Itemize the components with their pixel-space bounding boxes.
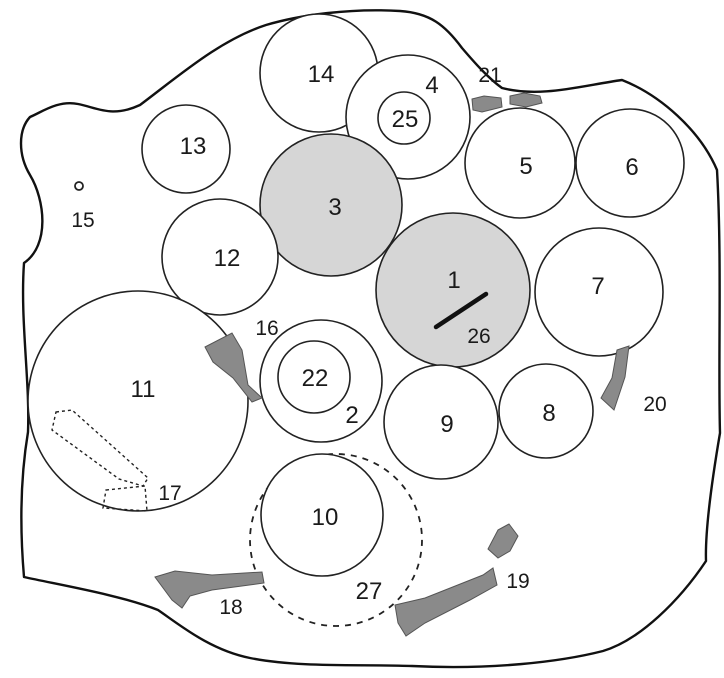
label-16: 16 — [255, 317, 278, 340]
label-21: 21 — [478, 64, 501, 87]
label-20: 20 — [643, 393, 666, 416]
label-19: 19 — [506, 570, 529, 593]
label-7: 7 — [591, 273, 604, 300]
label-8: 8 — [542, 400, 555, 427]
hole-15 — [75, 182, 83, 190]
label-13: 13 — [180, 133, 207, 160]
label-3: 3 — [328, 194, 341, 221]
label-4: 4 — [425, 72, 438, 99]
label-27: 27 — [356, 578, 383, 605]
label-11: 11 — [131, 376, 156, 403]
label-2: 2 — [345, 402, 358, 429]
label-10: 10 — [312, 504, 339, 531]
label-6: 6 — [625, 154, 638, 181]
label-9: 9 — [440, 411, 453, 438]
label-26: 26 — [467, 325, 490, 348]
label-1: 1 — [447, 267, 460, 294]
label-22: 22 — [302, 365, 329, 392]
label-25: 25 — [392, 106, 419, 133]
label-18: 18 — [219, 596, 242, 619]
label-15: 15 — [71, 209, 94, 232]
label-5: 5 — [519, 153, 532, 180]
label-17: 17 — [158, 482, 181, 505]
label-14: 14 — [308, 61, 335, 88]
label-12: 12 — [214, 245, 241, 272]
